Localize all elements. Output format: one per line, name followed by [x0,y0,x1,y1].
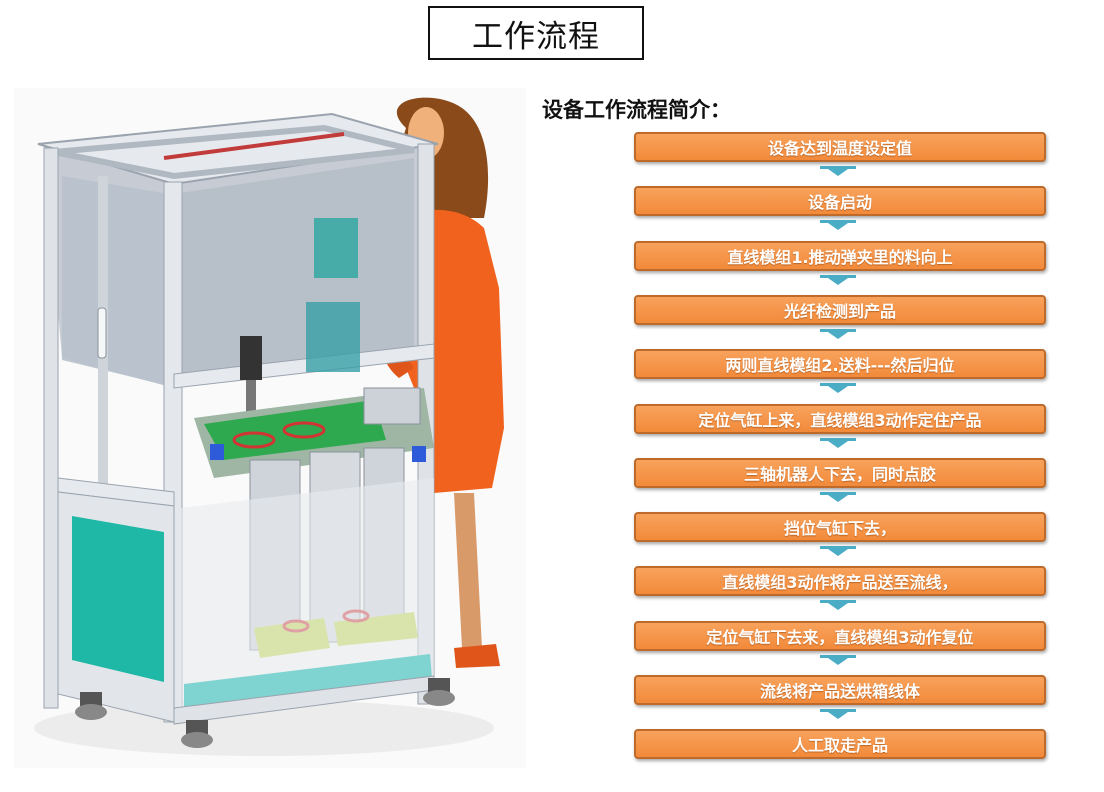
flow-arrow-icon [820,546,856,556]
flow-arrow-icon [820,709,856,719]
flow-step: 定位气缸下去来，直线模组3动作复位 [634,621,1046,651]
flow-step: 直线模组1.推动弹夹里的料向上 [634,241,1046,271]
machine-illustration [14,88,526,768]
flow-arrow-icon [820,220,856,230]
flow-arrow-icon [820,329,856,339]
machine-upper-cabinet [37,112,439,723]
flow-arrow-icon [820,600,856,610]
flow-heading: 设备工作流程简介： [542,97,731,122]
flow-arrow-icon [820,166,856,176]
flow-arrow-icon [820,383,856,393]
flow-arrow-icon [820,655,856,665]
flow-step: 挡位气缸下去， [634,512,1046,542]
flow-step: 直线模组3动作将产品送至流线， [634,566,1046,596]
flow-step: 光纤检测到产品 [634,295,1046,325]
flow-arrow-icon [820,492,856,502]
flow-arrow-icon [820,438,856,448]
flow-step: 设备启动 [634,186,1046,216]
page-title: 工作流程 [428,6,644,60]
flow-step: 三轴机器人下去，同时点胶 [634,458,1046,488]
flow-arrow-icon [820,275,856,285]
machine-lower-cabinet [57,478,435,725]
flow-step: 两则直线模组2.送料---然后归位 [634,349,1046,379]
flow-step: 设备达到温度设定值 [634,132,1046,162]
flow-step: 人工取走产品 [634,729,1046,759]
flow-step: 定位气缸上来，直线模组3动作定住产品 [634,404,1046,434]
flow-step: 流线将产品送烘箱线体 [634,675,1046,705]
machine-feet [75,678,455,748]
